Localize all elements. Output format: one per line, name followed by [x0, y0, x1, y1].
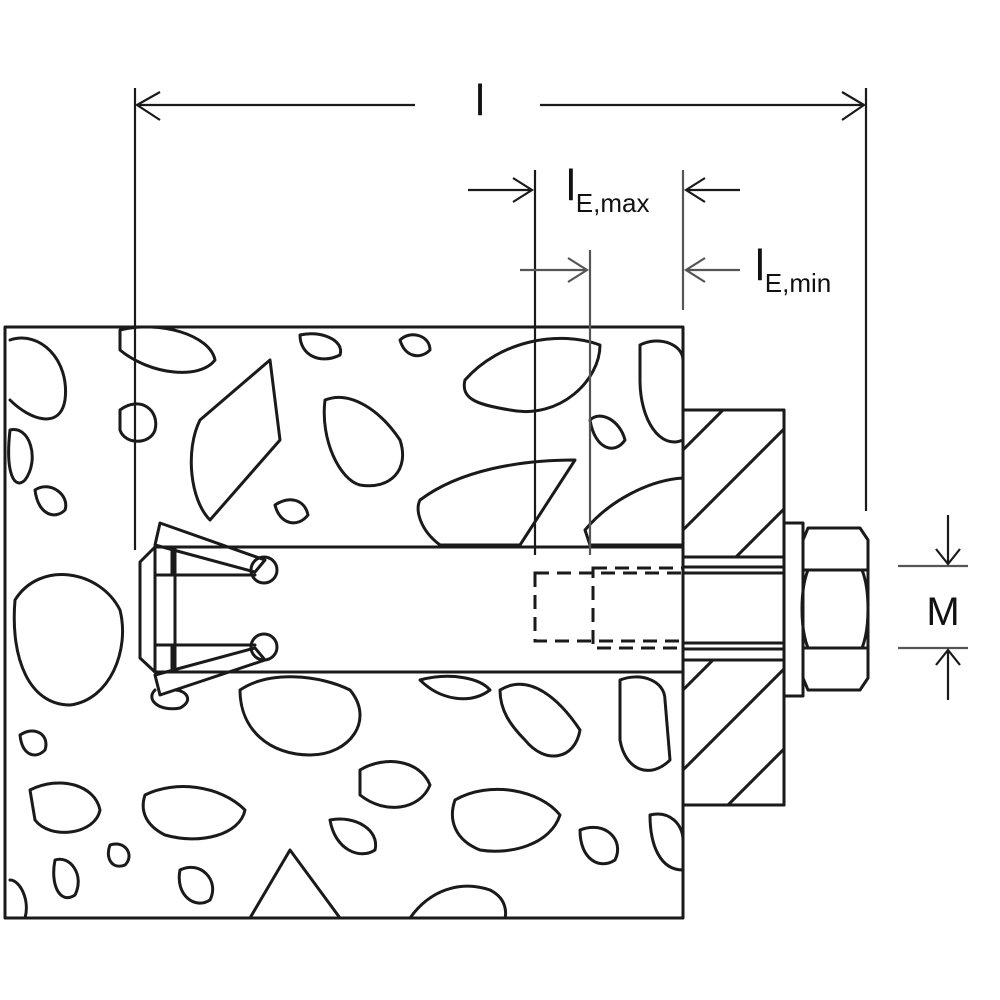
- aggregate-stones: [7, 327, 683, 918]
- thread-size-label: M: [926, 590, 959, 634]
- expansion-segment-bottom: [249, 632, 279, 662]
- expansion-segment-top: [249, 555, 279, 585]
- dimension-total-length: l: [133, 76, 868, 550]
- embed-max-main: l: [566, 161, 576, 210]
- washer-and-nut: [782, 521, 870, 698]
- embed-min-sub: E,min: [765, 268, 831, 298]
- embedment-min-hidden: [591, 566, 685, 650]
- embedment-max-hidden: [533, 571, 685, 643]
- embed-min-main: l: [755, 241, 765, 290]
- total-length-label: l: [475, 76, 485, 125]
- concrete-block: [3, 325, 685, 920]
- embed-max-label: lE,max: [566, 161, 649, 218]
- dimension-thread-size: M: [898, 515, 968, 700]
- dimension-embed-max: lE,max: [468, 161, 740, 310]
- embed-max-sub: E,max: [576, 188, 650, 218]
- dimension-embed-min: lE,min: [520, 241, 831, 555]
- hex-nut: [801, 526, 870, 692]
- anchor: [138, 521, 685, 711]
- washer: [782, 521, 805, 698]
- embed-min-label: lE,min: [755, 241, 831, 298]
- fixture-plate: [681, 408, 786, 807]
